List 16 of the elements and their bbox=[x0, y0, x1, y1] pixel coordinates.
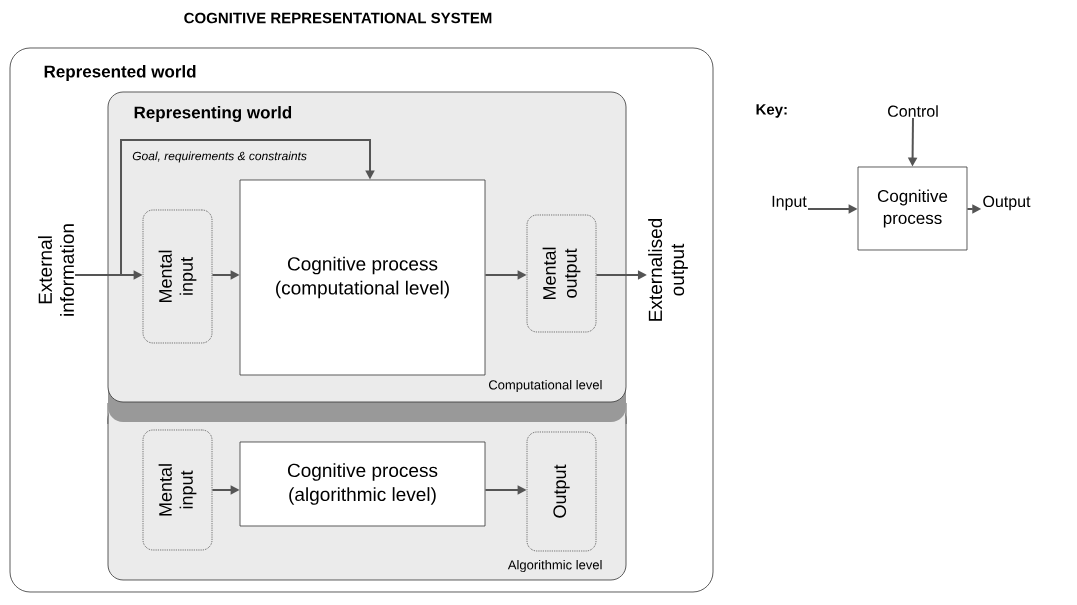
text-label: Control bbox=[888, 105, 938, 117]
dotted-box: Mental input bbox=[142, 209, 213, 344]
key-heading: Key: bbox=[756, 104, 787, 118]
rotated-label: External information bbox=[38, 224, 74, 316]
dotted-box: Mental input bbox=[142, 429, 213, 551]
dotted-box: Output bbox=[526, 431, 597, 552]
edge-label: Goal, requirements & constraints bbox=[131, 150, 308, 164]
process-box: Cognitive process bbox=[857, 166, 968, 251]
process-box: Cognitive process (computational level) bbox=[239, 179, 486, 376]
text-label: Output bbox=[983, 195, 1031, 211]
process-box: Cognitive process (algorithmic level) bbox=[239, 441, 486, 527]
rotated-label: Externalised output bbox=[648, 218, 688, 321]
arrow bbox=[74, 139, 375, 276]
title: COGNITIVE REPRESENTATIONAL SYSTEM bbox=[184, 12, 492, 24]
dotted-box: Mental output bbox=[526, 214, 597, 333]
text-label: Input bbox=[772, 195, 807, 211]
